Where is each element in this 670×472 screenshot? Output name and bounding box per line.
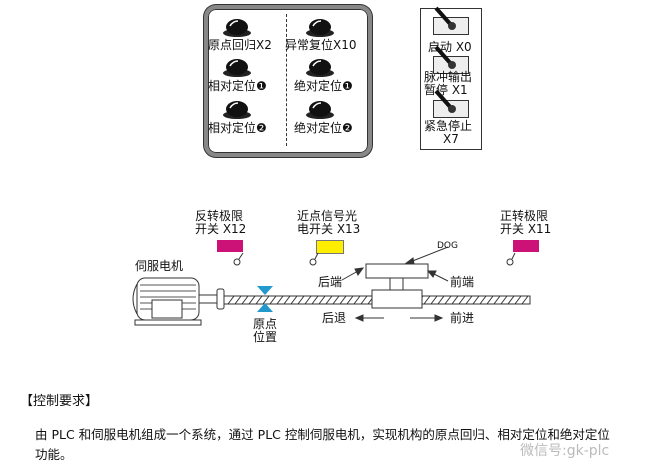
estop-label-1: 紧急停止 [424, 119, 473, 133]
push-button-label: 相对定位❶ [208, 79, 267, 93]
forward-label: 前进 [450, 311, 475, 325]
near-point-sensor [316, 240, 344, 254]
front-end-label: 前端 [450, 275, 475, 289]
start-switch[interactable] [433, 6, 469, 35]
servo-motor [132, 277, 225, 326]
watermark: 微信号:gk-plc [520, 443, 610, 459]
push-button[interactable] [305, 58, 335, 77]
pause-switch[interactable] [433, 45, 469, 74]
push-button-label: 相对定位❷ [208, 121, 267, 135]
estop-label-2: X7 [443, 132, 459, 146]
push-button[interactable] [222, 58, 252, 77]
fwd-limit-switch [513, 240, 539, 252]
push-button-label: 绝对定位❷ [294, 121, 353, 135]
dog-carriage [365, 263, 429, 309]
near-point-label-1: 近点信号光 [297, 209, 358, 223]
near-point-label-2: 电开关 X13 [297, 222, 361, 236]
requirement-line-2: 功能。 [35, 447, 73, 462]
fwd-limit-label-2: 开关 X11 [500, 222, 552, 236]
backward-label: 后退 [322, 311, 347, 325]
push-button[interactable] [305, 100, 335, 119]
origin-marker [257, 286, 273, 312]
push-button-label: 绝对定位❶ [294, 79, 353, 93]
pause-switch-label-1: 脉冲输出 [424, 70, 473, 84]
emergency-stop-switch[interactable] [433, 89, 469, 118]
pause-switch-label-2: 暂停 X1 [424, 83, 468, 97]
push-button-label: 异常复位X10 [285, 38, 357, 52]
requirement-line-1: 由 PLC 和伺服电机组成一个系统，通过 PLC 控制伺服电机，实现机构的原点回… [35, 427, 610, 442]
fwd-limit-label-1: 正转极限 [500, 209, 549, 223]
push-button-label: 原点回归X2 [208, 38, 272, 52]
mechanism-drawing [132, 246, 531, 326]
dog-label: DOG [437, 241, 458, 251]
panel-divider [286, 14, 287, 146]
origin-label-1: 原点 [253, 317, 278, 331]
origin-label-2: 位置 [253, 330, 278, 344]
rev-limit-label-1: 反转极限 [195, 209, 244, 223]
heading: 【控制要求】 [20, 394, 99, 409]
push-button[interactable] [222, 100, 252, 119]
motor-label: 伺服电机 [135, 259, 184, 273]
push-button[interactable] [305, 18, 335, 37]
switch-box [420, 8, 482, 150]
rev-limit-switch [217, 240, 243, 252]
rear-end-label: 后端 [318, 275, 343, 289]
rev-limit-label-2: 开关 X12 [195, 222, 247, 236]
push-button[interactable] [222, 18, 252, 37]
